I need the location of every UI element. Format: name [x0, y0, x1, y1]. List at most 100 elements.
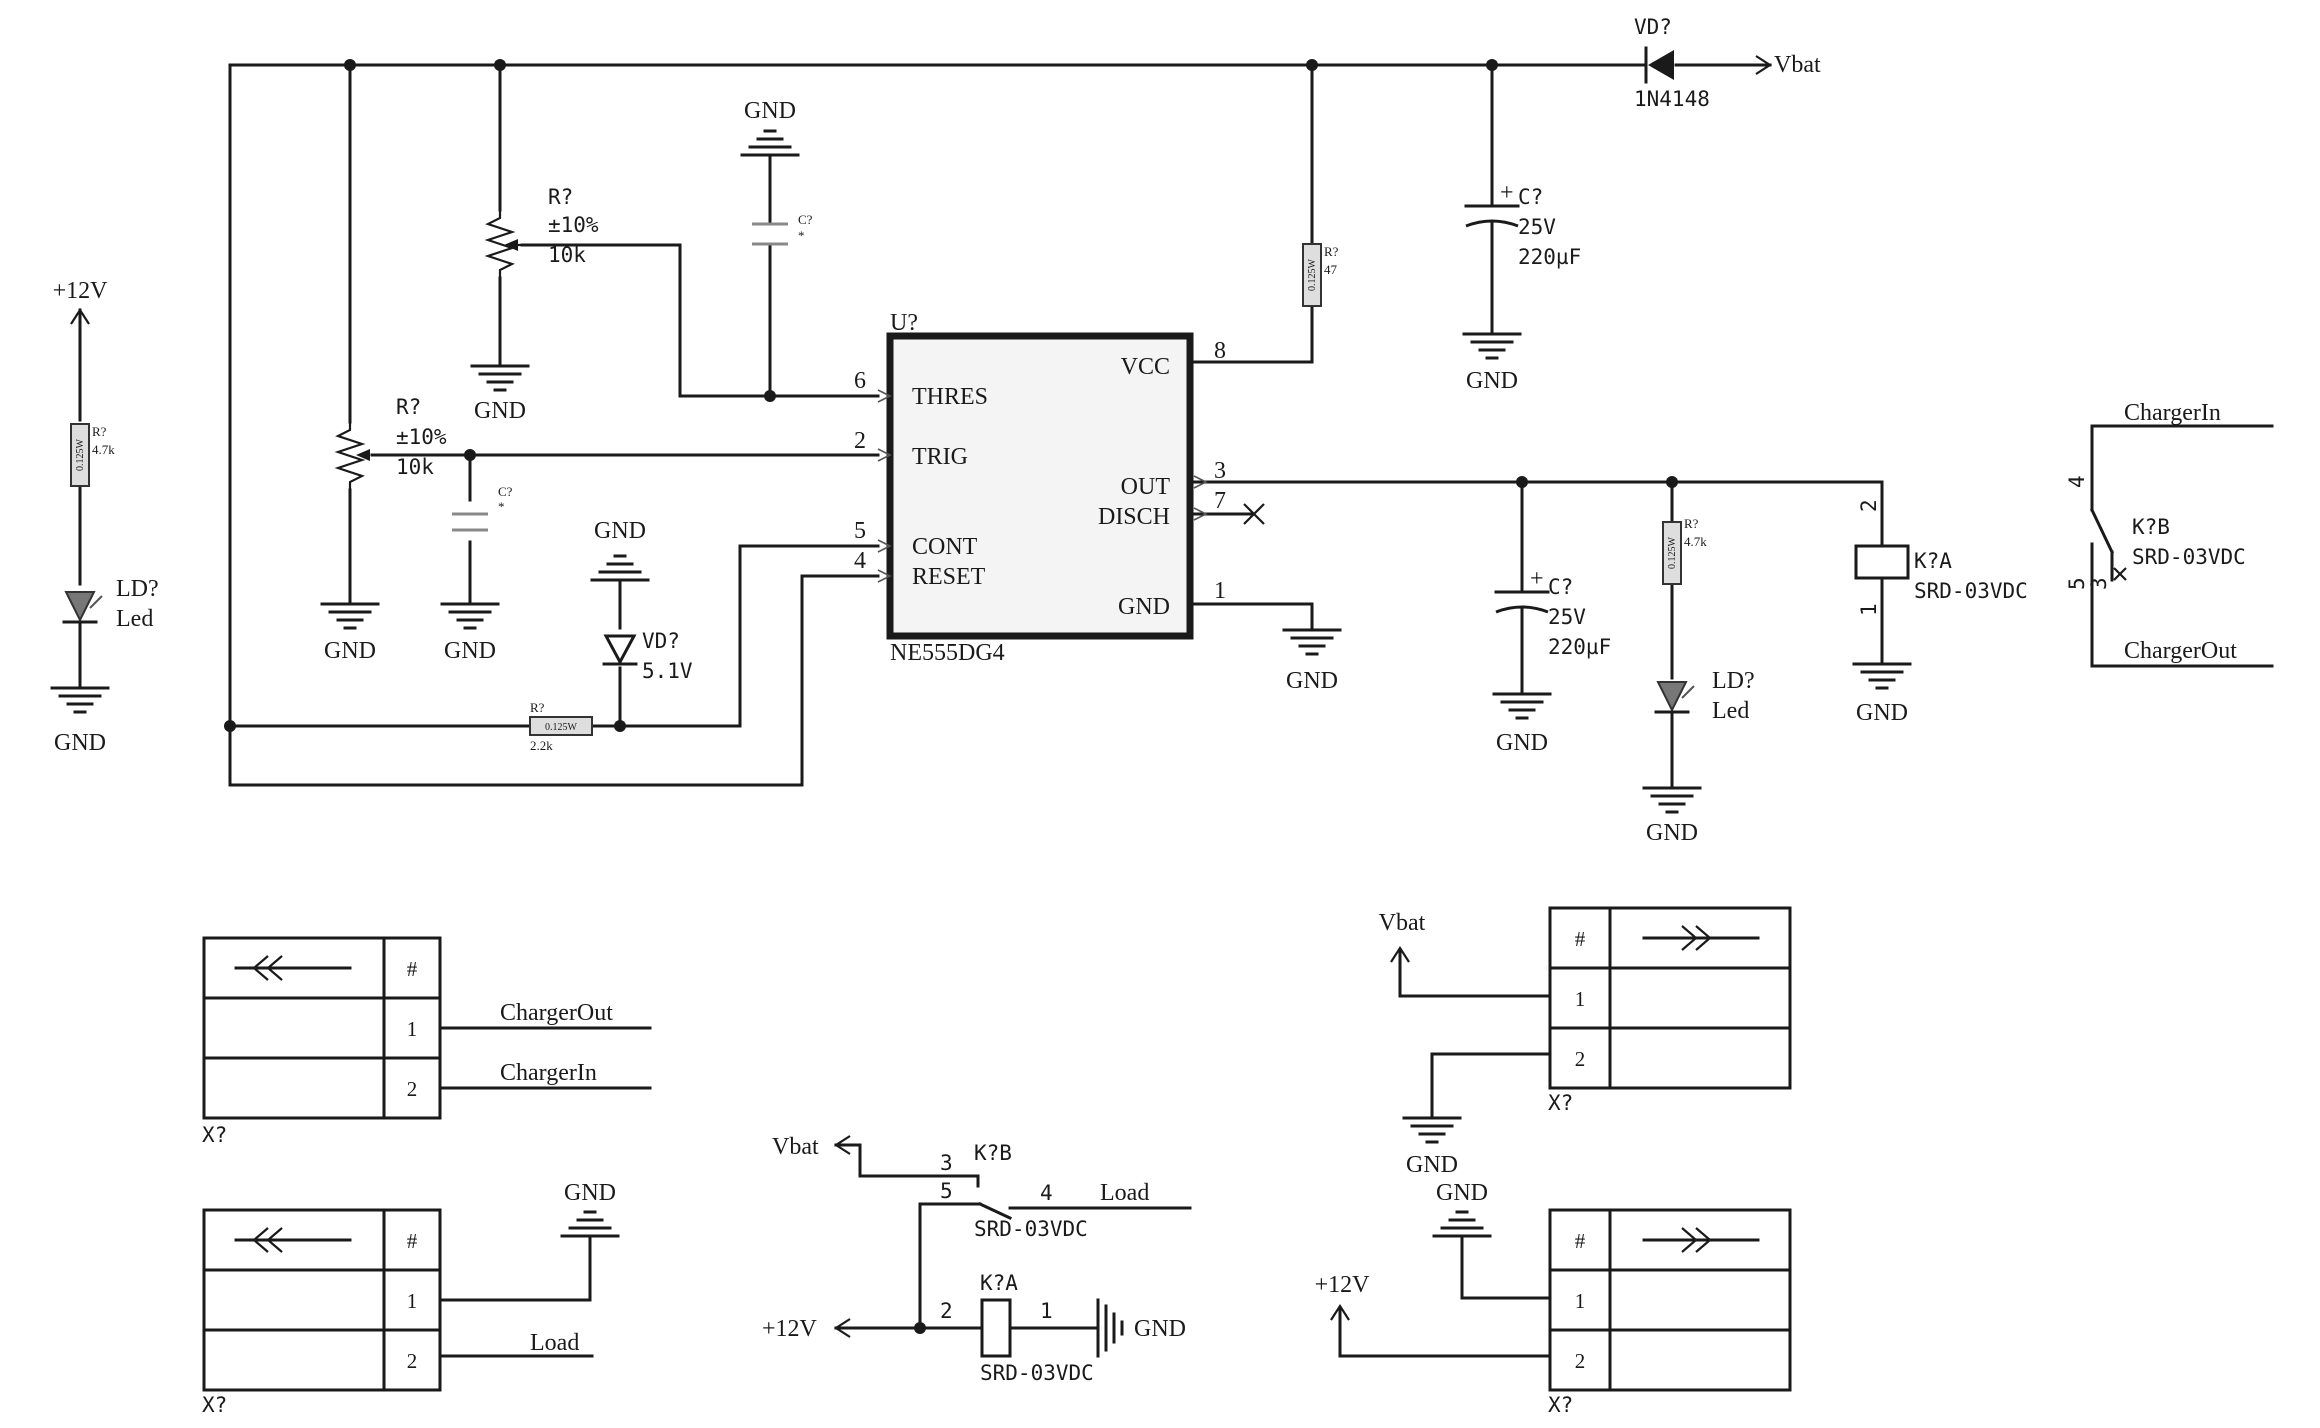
r47k-left-value: 4.7k	[92, 442, 115, 457]
zener-ref: VD?	[642, 629, 680, 653]
gnd-label: GND	[324, 638, 376, 664]
relay-small-contact-ref: K?B	[974, 1141, 1012, 1165]
net-load-k: Load	[1100, 1180, 1149, 1206]
pin-trig-name: TRIG	[912, 444, 968, 470]
relay-small-coil-value: SRD-03VDC	[980, 1361, 1094, 1385]
connector-x3: # 1 2 X? Vbat GND	[1379, 906, 1792, 1178]
cap-220uf-mid: + C? 25V 220µF	[1494, 566, 1611, 659]
cap-top-plus: +	[1500, 180, 1514, 206]
relay-small-section: Vbat Load 3 5 4 K?B SRD-03VDC +12V 2 1 K…	[762, 1134, 1192, 1385]
resistor-2k2: 0.125W R? 2.2k	[529, 700, 593, 753]
r47-power: 0.125W	[1307, 258, 1318, 291]
cap-top-ref: C?	[1518, 185, 1543, 209]
net-vbat-x3: Vbat	[1379, 910, 1426, 936]
gnd-label: GND	[54, 730, 106, 756]
conn-hash: #	[407, 957, 418, 981]
cap-top-voltage: 25V	[1518, 215, 1556, 239]
pot-left: R? ±10% 10k	[334, 395, 447, 490]
resistor-47: 0.125W R? 47	[1302, 243, 1339, 307]
cap-small-left: C? *	[452, 484, 513, 532]
led-mid-value: Led	[1712, 698, 1749, 724]
r47-ref: R?	[1324, 244, 1339, 259]
led-mid: LD? Led	[1654, 668, 1755, 724]
cap-small-left-ref: C?	[498, 484, 513, 499]
conn-ref: X?	[202, 1123, 227, 1147]
cap-small-top-value: *	[798, 228, 805, 243]
led-left-value: Led	[116, 606, 153, 632]
pin-reset-num: 4	[854, 548, 866, 574]
net-12v-label: +12V	[53, 278, 109, 304]
gnd-label: GND	[564, 1180, 616, 1206]
led-mid-ref: LD?	[1712, 668, 1755, 694]
pin-thres-name: THRES	[912, 384, 988, 410]
pin-gnd-name: GND	[1118, 594, 1170, 620]
pin-disch-name: DISCH	[1098, 504, 1170, 530]
r47k-mid-power: 0.125W	[1667, 536, 1678, 569]
gnd-label: GND	[474, 398, 526, 424]
pot-top: R? ±10% 10k	[484, 185, 599, 278]
resistor-4k7-mid: 0.125W R? 4.7k	[1662, 516, 1707, 585]
gnd-label: GND	[1406, 1152, 1458, 1178]
relay-coil-pin1: 1	[1857, 603, 1881, 616]
gnd-labels: GND GND GND GND GND GND GND GND GND GND …	[54, 98, 1908, 846]
r47k-mid-ref: R?	[1684, 516, 1699, 531]
gnd-label: GND	[594, 518, 646, 544]
conn-hash: #	[1575, 927, 1586, 951]
diode-top-ref: VD?	[1634, 15, 1672, 39]
pin-gnd-num: 1	[1214, 578, 1226, 604]
diode-top-value: 1N4148	[1634, 87, 1710, 111]
connector-x1: # 1 2 X? ChargerOut ChargerIn	[202, 936, 652, 1147]
main-wires	[78, 63, 1884, 790]
relay-contact-value: SRD-03VDC	[2132, 545, 2246, 569]
relay-contact-ref: K?B	[2132, 515, 2170, 539]
relay-small-coil-ref: K?A	[980, 1271, 1018, 1295]
net-12v-left: +12V	[53, 278, 109, 325]
conn-ref: X?	[1548, 1091, 1573, 1115]
net-charger-out-x1: ChargerOut	[500, 1000, 613, 1026]
pot-top-ref: R?	[548, 185, 573, 209]
ne555-ic: U? NE555DG4 THRES TRIG CONT RESET VCC OU…	[854, 310, 1265, 666]
conn-pin2: 2	[407, 1077, 418, 1101]
zener-diode: VD? 5.1V	[602, 629, 693, 683]
r22-value: 2.2k	[530, 738, 553, 753]
pin-vcc-num: 8	[1214, 338, 1226, 364]
relay-small-pin4: 4	[1040, 1181, 1053, 1205]
r47k-left-ref: R?	[92, 424, 107, 439]
conn-pin1: 1	[1575, 987, 1586, 1011]
conn-ref: X?	[202, 1393, 227, 1417]
net-charger-in-x1: ChargerIn	[500, 1060, 597, 1086]
pot-top-value: 10k	[548, 243, 586, 267]
r47-value: 47	[1324, 262, 1338, 277]
relay-contact-pin3: 3	[2087, 577, 2111, 590]
relay-small-contact-value: SRD-03VDC	[974, 1217, 1088, 1241]
pin-cont-num: 5	[854, 518, 866, 544]
gnd-label: GND	[444, 638, 496, 664]
pin-out-name: OUT	[1121, 474, 1171, 500]
gnd-label: GND	[1286, 668, 1338, 694]
r47k-mid-value: 4.7k	[1684, 534, 1707, 549]
relay-coil-pin2: 2	[1857, 499, 1881, 512]
net-12v-k: +12V	[762, 1316, 818, 1342]
relay-contact-main: ChargerIn ChargerOut 4 5 3 K?B SRD-03VDC	[2065, 400, 2274, 668]
cap-mid-plus: +	[1530, 566, 1544, 592]
junctions	[224, 59, 1678, 1334]
gnd-label: GND	[1466, 368, 1518, 394]
relay-small-coil-pin1: 1	[1040, 1299, 1053, 1323]
pot-top-tol: ±10%	[548, 213, 599, 237]
ic-ref: U?	[890, 310, 918, 336]
relay-coil-value: SRD-03VDC	[1914, 579, 2028, 603]
zener-value: 5.1V	[642, 659, 693, 683]
conn-hash: #	[1575, 1229, 1586, 1253]
relay-small-pin3: 3	[940, 1151, 953, 1175]
pin-cont-name: CONT	[912, 534, 978, 560]
r47k-left-power: 0.125W	[75, 438, 86, 471]
r22-ref: R?	[530, 700, 545, 715]
conn-pin2: 2	[1575, 1047, 1586, 1071]
gnd-label: GND	[1856, 700, 1908, 726]
relay-contact-pin5: 5	[2065, 577, 2089, 590]
cap-mid-value: 220µF	[1548, 635, 1611, 659]
gnd-label: GND	[1436, 1180, 1488, 1206]
pot-left-value: 10k	[396, 455, 434, 479]
cap-small-top: C? *	[752, 212, 813, 246]
